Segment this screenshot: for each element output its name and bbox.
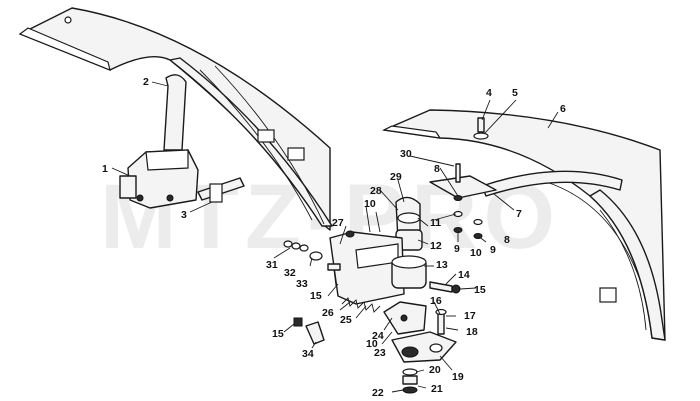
callout-29: 29 <box>390 171 402 183</box>
callout-1: 1 <box>102 163 108 175</box>
callout-4-top: 4 <box>486 87 492 99</box>
callout-23: 23 <box>374 347 386 359</box>
callout-22: 22 <box>372 387 384 399</box>
nut-stack <box>402 368 418 394</box>
callout-15-lower: 15 <box>272 328 284 340</box>
callout-9-left: 9 <box>454 243 460 255</box>
left-bracket-assembly <box>119 149 199 209</box>
callout-3: 3 <box>181 209 187 221</box>
left-pin <box>197 177 245 203</box>
callout-18: 18 <box>466 326 478 338</box>
callout-13: 13 <box>436 259 448 271</box>
callout-16: 16 <box>430 295 442 307</box>
callout-32: 32 <box>284 267 296 279</box>
fender-top-bolt <box>473 117 489 140</box>
lower-plate <box>391 331 457 363</box>
left-fender-stay <box>163 74 187 151</box>
callout-30: 30 <box>400 148 412 160</box>
callout-10-lower: 10 <box>366 338 378 350</box>
callout-5: 5 <box>512 87 518 99</box>
callout-24: 24 <box>372 330 384 342</box>
callout-20: 20 <box>429 364 441 376</box>
callout-27: 27 <box>332 217 344 229</box>
callout-8-right: 8 <box>504 234 510 246</box>
callout-15-left: 15 <box>310 290 322 302</box>
left-fender <box>18 7 333 231</box>
lower-clamp <box>383 301 427 335</box>
loose-pin <box>293 317 325 345</box>
side-bolt <box>429 281 461 294</box>
callout-34: 34 <box>302 348 314 360</box>
leader-lines <box>111 81 559 393</box>
callout-21: 21 <box>431 383 443 395</box>
left-small-fasteners <box>283 230 355 271</box>
spring <box>341 297 381 313</box>
callout-labels: 1 2 3 4 5 6 7 8 8 9 9 10 10 10 11 12 13 … <box>102 76 566 399</box>
callout-28: 28 <box>370 185 382 197</box>
lower-bolt <box>435 308 447 335</box>
callout-10-left: 10 <box>364 198 376 210</box>
callout-17: 17 <box>464 310 476 322</box>
callout-7: 7 <box>516 208 522 220</box>
callout-12: 12 <box>430 240 442 252</box>
callout-26: 26 <box>322 307 334 319</box>
right-small-fasteners <box>453 163 483 239</box>
callout-14: 14 <box>458 269 470 281</box>
center-bracket-assembly <box>329 231 427 305</box>
right-fender <box>382 109 666 341</box>
callout-9-right: 9 <box>490 244 496 256</box>
callout-6: 6 <box>560 103 566 115</box>
callout-10-right: 10 <box>470 247 482 259</box>
callout-33: 33 <box>296 278 308 290</box>
callout-11: 11 <box>430 217 441 229</box>
callout-19: 19 <box>452 371 464 383</box>
callout-2: 2 <box>143 76 149 88</box>
callout-31: 31 <box>266 259 278 271</box>
callout-8-top: 8 <box>434 163 440 175</box>
callout-25: 25 <box>340 314 352 326</box>
callout-15-right: 15 <box>474 284 486 296</box>
